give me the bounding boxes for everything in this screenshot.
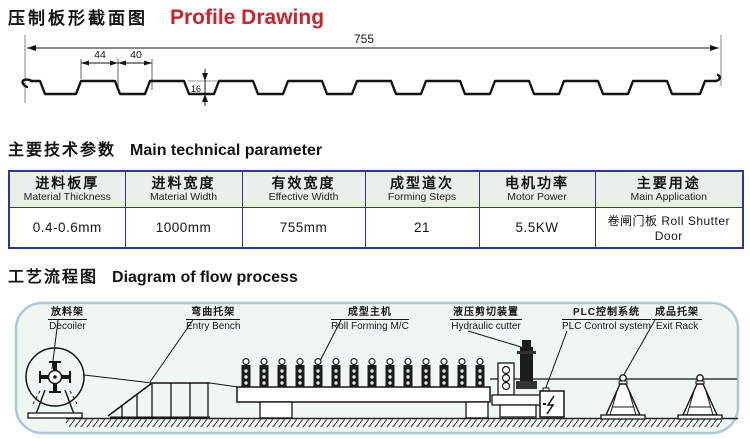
decoiler-drawing bbox=[25, 347, 85, 419]
header-cell-application: 主要用途 Main Application bbox=[594, 170, 744, 208]
plc-control-box-drawing bbox=[539, 387, 565, 418]
table-header-row: 进料板厚 Material Thickness 进料宽度 Material Wi… bbox=[8, 170, 744, 208]
flow-section-title: 工艺流程图 Diagram of flow process bbox=[8, 263, 298, 287]
arrow-44-r bbox=[110, 60, 118, 66]
header-cell-forming-steps: 成型道次 Forming Steps bbox=[364, 170, 480, 208]
header-cell-width: 进料宽度 Material Width bbox=[124, 170, 243, 208]
value-application: 卷闸门板 Roll Shutter Door bbox=[594, 206, 744, 249]
arrow-40-r bbox=[144, 60, 152, 66]
profile-title-en: Profile Drawing bbox=[170, 6, 325, 29]
label-roll-forming: 成型主机 Roll Forming M/C bbox=[331, 303, 409, 332]
arrow-16-top bbox=[202, 73, 208, 81]
parameter-table: 进料板厚 Material Thickness 进料宽度 Material Wi… bbox=[8, 170, 744, 249]
arrow-40-l bbox=[118, 60, 126, 66]
value-forming-steps: 21 bbox=[364, 206, 480, 249]
dim-16-label: 16 bbox=[191, 84, 201, 94]
profile-outline bbox=[29, 73, 721, 96]
flow-title-cn: 工艺流程图 bbox=[8, 269, 99, 286]
value-effective-width: 755mm bbox=[241, 206, 366, 249]
value-width: 1000mm bbox=[124, 206, 243, 249]
profile-title-cn: 压制板形截面图 bbox=[8, 9, 148, 28]
value-motor-power: 5.5KW bbox=[478, 206, 596, 249]
dim-44-label: 44 bbox=[94, 49, 106, 61]
flow-diagram bbox=[14, 301, 740, 435]
profile-section-title: 压制板形截面图 Profile Drawing bbox=[8, 4, 324, 30]
leader-lines bbox=[51, 319, 656, 391]
label-exit-rack: 成品托架 Exit Rack bbox=[652, 303, 702, 332]
params-title-cn: 主要技术参数 bbox=[8, 142, 117, 159]
arrow-16-bottom bbox=[202, 94, 208, 102]
header-cell-motor-power: 电机功率 Motor Power bbox=[478, 170, 596, 208]
dim-40-label: 40 bbox=[130, 49, 142, 61]
label-hydraulic-cutter: 液压剪切装置 Hydraulic cutter bbox=[450, 303, 522, 332]
arrow-left bbox=[27, 45, 36, 51]
strip-line bbox=[83, 374, 153, 384]
hydraulic-cutter-drawing bbox=[491, 340, 545, 418]
header-cell-effective-width: 有效宽度 Effective Width bbox=[241, 170, 366, 208]
params-section-title: 主要技术参数 Main technical parameter bbox=[8, 136, 322, 160]
profile-drawing: 755 44 40 16 bbox=[21, 32, 722, 106]
arrow-44-l bbox=[81, 60, 89, 66]
flow-title-en: Diagram of flow process bbox=[112, 269, 298, 286]
header-cell-thickness: 进料板厚 Material Thickness bbox=[8, 170, 126, 208]
entry-bench-drawing bbox=[107, 382, 239, 419]
lightning-bolt-icon bbox=[546, 395, 555, 415]
ground-hatching bbox=[66, 419, 722, 427]
arrow-right bbox=[710, 45, 719, 51]
roll-forming-machine-drawing bbox=[236, 357, 491, 419]
table-value-row: 0.4-0.6mm 1000mm 755mm 21 5.5KW 卷闸门板 Rol… bbox=[8, 206, 744, 249]
value-thickness: 0.4-0.6mm bbox=[8, 206, 126, 249]
params-title-en: Main technical parameter bbox=[130, 142, 323, 159]
label-plc-system: PLC控制系统 PLC Control system bbox=[562, 303, 651, 332]
label-decoiler: 放料架 Decoiler bbox=[48, 303, 87, 332]
label-entry-bench: 弯曲托架 Entry Bench bbox=[186, 303, 241, 332]
dim-755-label: 755 bbox=[354, 32, 374, 46]
